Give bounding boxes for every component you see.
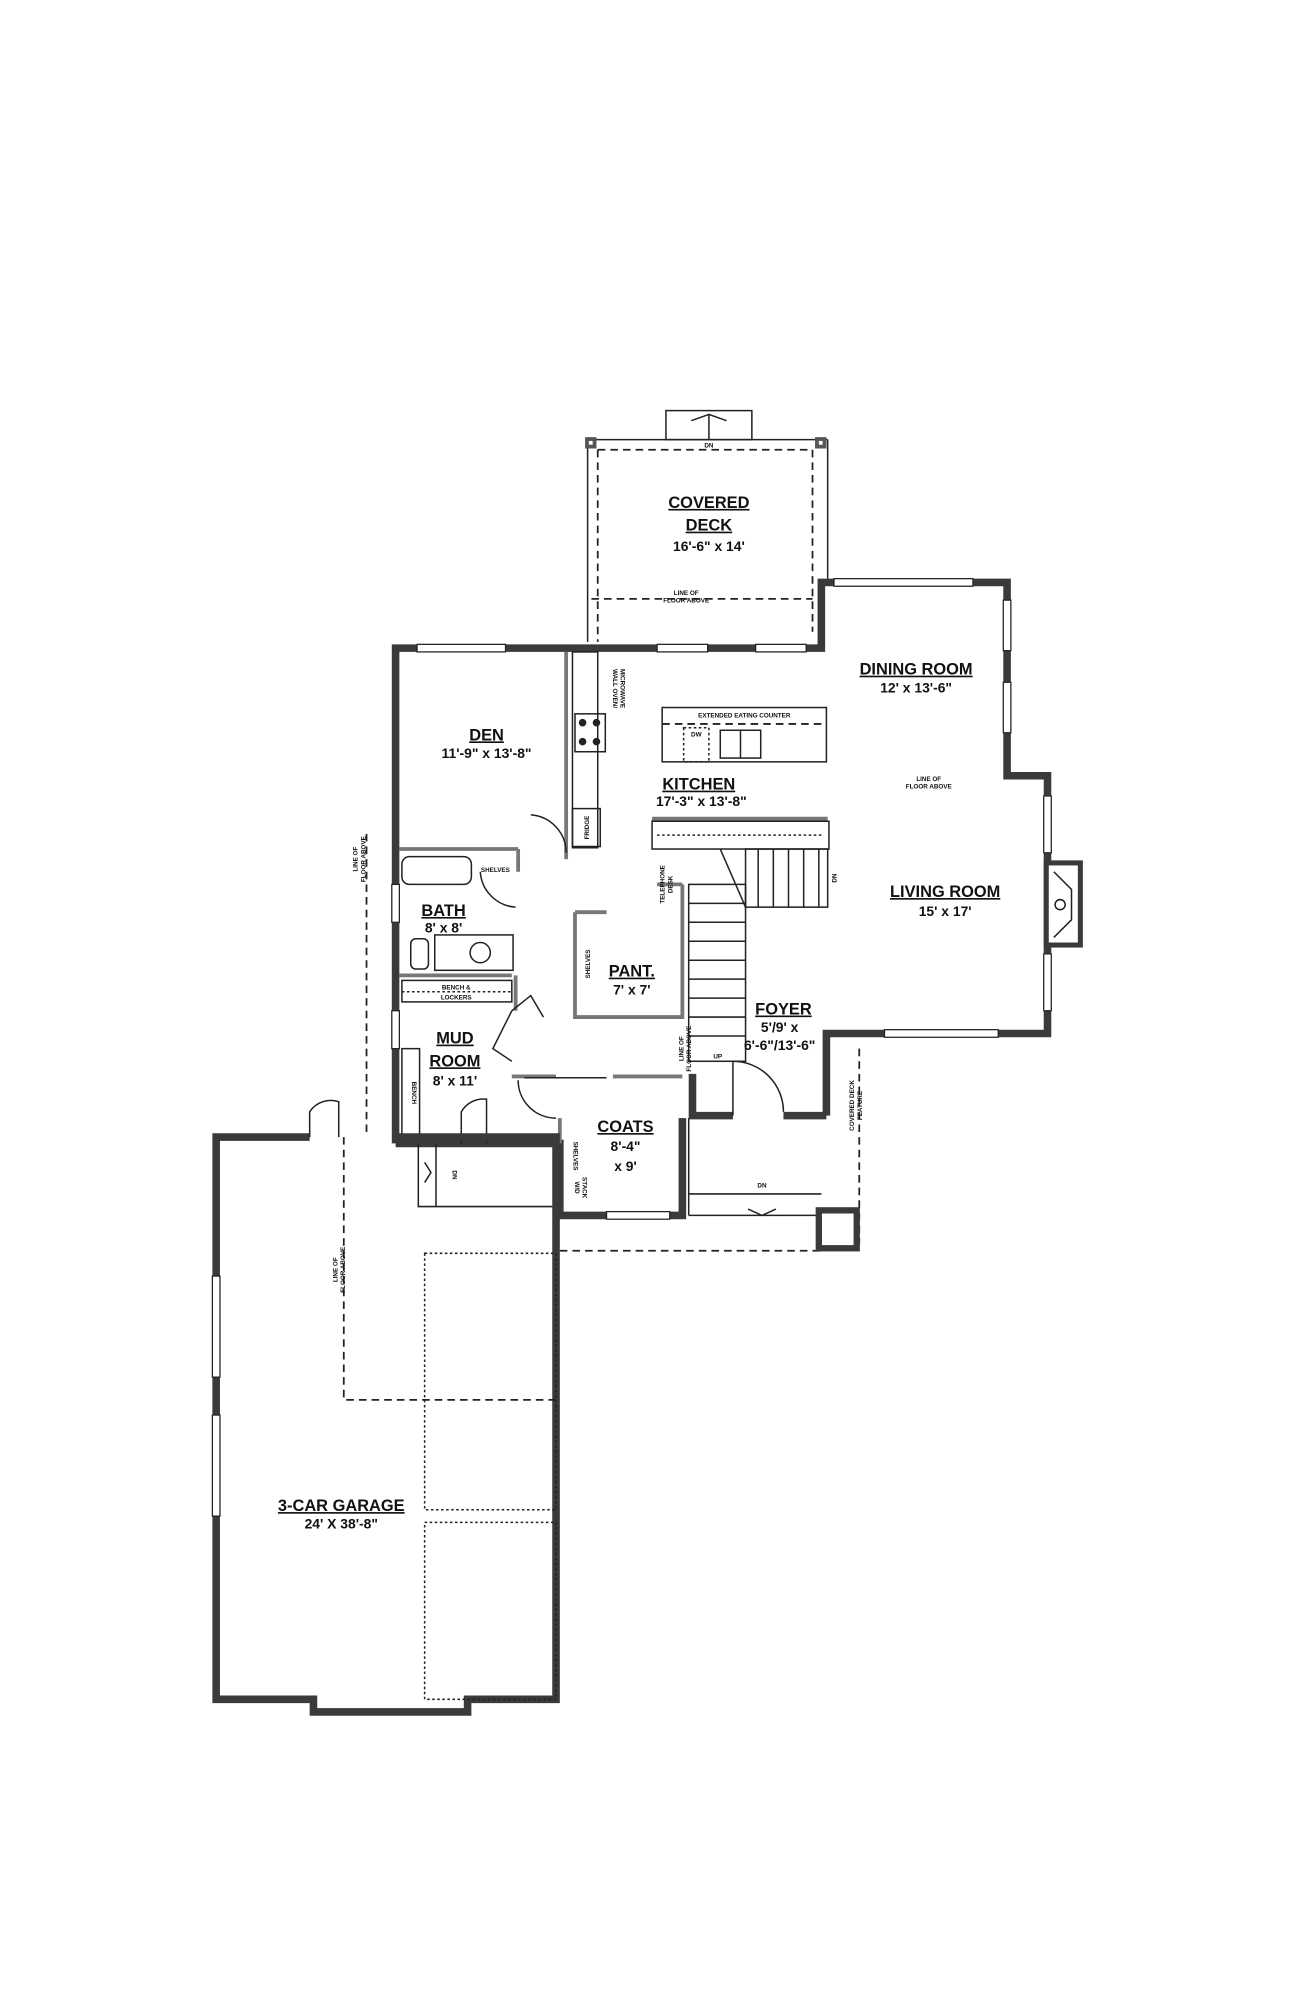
label-living-room: LIVING ROOM bbox=[890, 883, 1000, 901]
label-den: DEN bbox=[469, 726, 504, 744]
room-labels: COVERED DECK 16'-6" x 14' DINING ROOM 12… bbox=[278, 494, 1000, 1532]
label-bath: BATH bbox=[421, 902, 465, 920]
note-line-of: LINE OF bbox=[916, 776, 941, 783]
label-kitchen: KITCHEN bbox=[662, 776, 735, 794]
size-garage: 24' X 38'-8" bbox=[305, 1516, 378, 1532]
note-line-of: LINE OF bbox=[674, 590, 699, 597]
note-line-of: LINE OF bbox=[353, 847, 360, 872]
label-coats: COATS bbox=[597, 1118, 653, 1136]
note-floor-above: FLOOR ABOVE bbox=[906, 783, 952, 790]
covered-deck bbox=[585, 409, 829, 642]
label-foyer: FOYER bbox=[755, 1001, 812, 1019]
note-dn-deck: DN bbox=[704, 442, 714, 449]
note-bench-and: BENCH & bbox=[442, 984, 471, 991]
label-mud-room-2: ROOM bbox=[429, 1052, 480, 1070]
note-shelves-pantry: SHELVES bbox=[585, 950, 592, 979]
note-dn-stairs: DN bbox=[832, 873, 839, 883]
front-porch bbox=[559, 1048, 861, 1252]
garage-steps bbox=[417, 1143, 557, 1208]
note-dn-garage: DN bbox=[450, 1170, 457, 1180]
label-covered-deck-2: DECK bbox=[686, 517, 733, 535]
note-bench: BENCH bbox=[410, 1082, 417, 1105]
note-floor-above: FLOOR ABOVE bbox=[360, 836, 367, 882]
note-eating-counter: EXTENDED EATING COUNTER bbox=[698, 713, 791, 720]
size-mud-room: 8' x 11' bbox=[433, 1072, 477, 1088]
note-telephone: TELEPHONE bbox=[660, 865, 667, 904]
note-dishwasher: DW bbox=[691, 732, 702, 739]
note-covered-deck-feature-2: FEATURE bbox=[857, 1091, 864, 1120]
note-covered-deck-feature-1: COVERED DECK bbox=[849, 1080, 856, 1131]
note-dn-porch: DN bbox=[757, 1183, 767, 1190]
size-kitchen: 17'-3" x 13'-8" bbox=[656, 793, 747, 809]
label-covered-deck-1: COVERED bbox=[668, 494, 749, 512]
label-dining-room: DINING ROOM bbox=[860, 661, 973, 679]
windows bbox=[391, 578, 1052, 1220]
size-covered-deck: 16'-6" x 14' bbox=[673, 538, 745, 554]
stairs bbox=[687, 848, 829, 1063]
note-up-stairs: UP bbox=[713, 1054, 722, 1061]
note-wd: W/D bbox=[573, 1181, 580, 1194]
label-mud-room-1: MUD bbox=[436, 1030, 474, 1048]
note-fridge: FRIDGE bbox=[584, 816, 591, 840]
kitchen-fixtures bbox=[571, 651, 830, 850]
size-den: 11'-9" x 13'-8" bbox=[442, 745, 532, 761]
note-desk: DESK bbox=[667, 875, 674, 893]
bath-fixtures bbox=[401, 855, 514, 1138]
note-floor-above: FLOOR ABOVE bbox=[340, 1247, 347, 1293]
garage bbox=[211, 833, 560, 1716]
note-floor-above: FLOOR ABOVE bbox=[686, 1026, 693, 1072]
annotations: LINE OF FLOOR ABOVE LINE OF FLOOR ABOVE … bbox=[332, 442, 951, 1292]
size-living-room: 15' x 17' bbox=[919, 903, 972, 919]
note-floor-above: FLOOR ABOVE bbox=[663, 598, 709, 605]
size-bath: 8' x 8' bbox=[425, 919, 462, 935]
note-line-of: LINE OF bbox=[332, 1257, 339, 1282]
size-dining-room: 12' x 13'-6" bbox=[880, 679, 952, 695]
size-pantry: 7' x 7' bbox=[613, 981, 650, 997]
interior-walls bbox=[399, 651, 828, 1144]
note-wall-oven: WALL OVEN/ bbox=[611, 669, 618, 708]
note-line-of: LINE OF bbox=[679, 1036, 686, 1061]
note-shelves-bath: SHELVES bbox=[481, 867, 510, 874]
label-pantry: PANT. bbox=[609, 963, 655, 981]
label-garage: 3-CAR GARAGE bbox=[278, 1497, 405, 1515]
size-foyer-1: 5'/9' x bbox=[761, 1019, 799, 1035]
note-lockers: LOCKERS bbox=[441, 994, 472, 1001]
size-coats-2: x 9' bbox=[614, 1158, 637, 1174]
note-microwave: MICROWAVE bbox=[618, 669, 625, 708]
size-foyer-2: 6'-6"/13'-6" bbox=[744, 1037, 815, 1053]
note-stack: STACK bbox=[581, 1177, 588, 1199]
note-shelves-coats: SHELVES bbox=[572, 1142, 579, 1171]
size-coats-1: 8'-4" bbox=[611, 1138, 641, 1154]
